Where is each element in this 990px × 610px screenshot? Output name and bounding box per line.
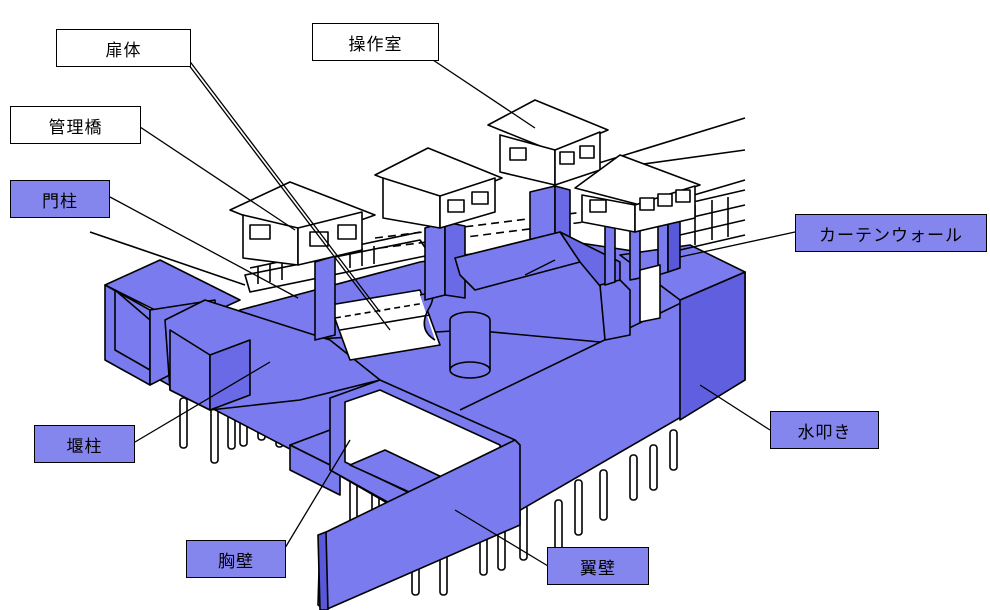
gate-pillar (314, 255, 336, 341)
label-breast-wall: 胸壁 (186, 540, 286, 578)
label-gate-leaf: 扉体 (56, 29, 191, 67)
gate-pillar (424, 221, 446, 301)
label-gate-pillar: 門柱 (10, 180, 110, 218)
wing-wall (317, 439, 521, 610)
cylinder-bottom (449, 361, 491, 379)
label-management-bridge: 管理橋 (10, 106, 141, 144)
curtain-wall-column (604, 221, 616, 286)
gate-leaf (329, 289, 441, 361)
label-apron: 水叩き (770, 411, 879, 449)
curtain-wall-opening (639, 264, 661, 323)
approach-line (89, 231, 246, 286)
label-weir-pier: 堰柱 (34, 425, 135, 463)
leader-lines (109, 54, 796, 567)
label-wing-wall: 翼壁 (547, 547, 649, 585)
control-house-2 (374, 147, 503, 229)
label-curtain-wall: カーテンウォール (795, 214, 987, 252)
breast-wall-front (289, 444, 341, 496)
gate-line (334, 302, 426, 319)
weir-pier-side (209, 339, 251, 411)
label-control-room: 操作室 (312, 23, 439, 61)
control-house-4 (574, 154, 701, 233)
wing-wall-edge (317, 531, 329, 610)
control-house-1 (229, 181, 376, 266)
control-house-3 (487, 99, 609, 186)
pier-block (599, 279, 631, 341)
